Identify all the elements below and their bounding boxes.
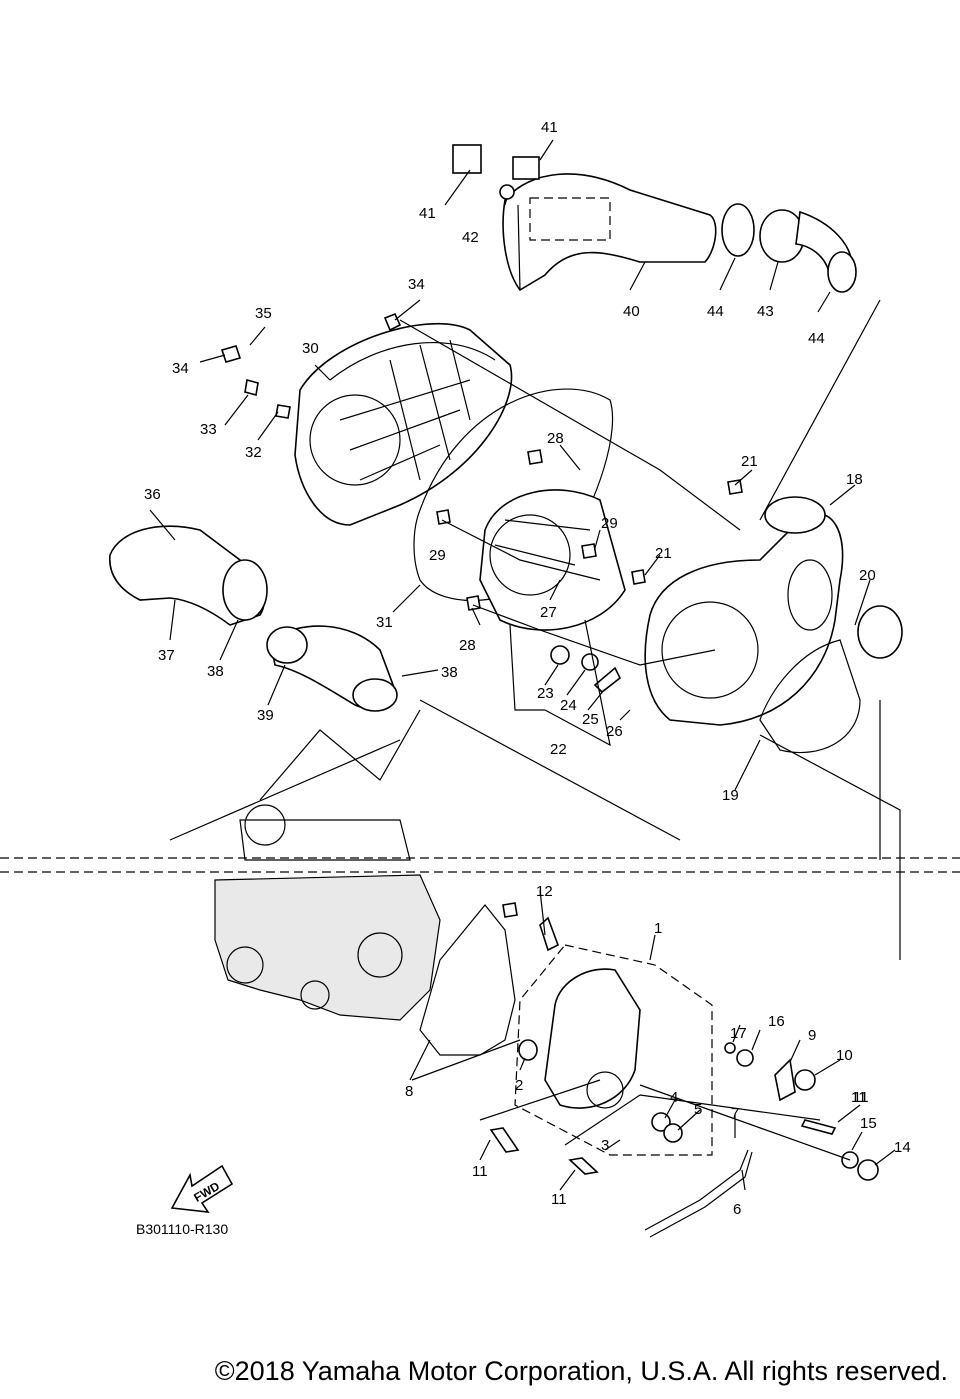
copyright-notice: ©2018 Yamaha Motor Corporation, U.S.A. A… xyxy=(214,1356,948,1386)
section-break-line xyxy=(0,857,960,873)
callout-24: 24 xyxy=(560,697,577,714)
callout-25: 25 xyxy=(582,711,599,728)
callout-38-a: 38 xyxy=(207,663,224,680)
callout-2: 2 xyxy=(515,1077,523,1094)
hose-6 xyxy=(644,1149,753,1238)
callout-1: 1 xyxy=(654,920,662,937)
bolts xyxy=(220,312,743,1175)
callout-32: 32 xyxy=(245,444,262,461)
forward-direction-arrow: FWD xyxy=(170,1164,234,1213)
callout-40: 40 xyxy=(623,303,640,320)
crankcase-cover-18 xyxy=(644,496,903,754)
callout-21-a: 21 xyxy=(741,453,758,470)
callout-38-b: 38 xyxy=(441,664,458,681)
callout-9: 9 xyxy=(808,1027,816,1044)
callout-21-b: 21 xyxy=(655,545,672,562)
callout-39: 39 xyxy=(257,707,274,724)
callout-labels: 1 2 3 4 5 6 7 8 9 10 11 11 11 11 12 14 1… xyxy=(144,119,911,1218)
callout-11-c: 11 xyxy=(551,1191,567,1208)
callout-22: 22 xyxy=(550,741,567,758)
callout-14: 14 xyxy=(894,1139,911,1156)
callout-26: 26 xyxy=(606,723,623,740)
callout-17: 17 xyxy=(730,1025,747,1042)
callout-31: 31 xyxy=(376,614,393,631)
callout-35: 35 xyxy=(255,305,272,322)
callout-36: 36 xyxy=(144,486,161,503)
callout-33: 33 xyxy=(200,421,217,438)
callout-20: 20 xyxy=(859,567,876,584)
callout-8: 8 xyxy=(405,1083,413,1100)
callout-29-b: 29 xyxy=(429,547,446,564)
cover-1 xyxy=(514,916,713,1156)
crankcase-cover-outer xyxy=(294,322,513,526)
callout-5: 5 xyxy=(694,1101,702,1118)
callout-27: 27 xyxy=(540,604,557,621)
callout-41-a: 41 xyxy=(541,119,558,136)
callout-34-b: 34 xyxy=(172,360,189,377)
callout-23: 23 xyxy=(537,685,554,702)
callout-42: 42 xyxy=(462,229,479,246)
gasket-8 xyxy=(419,904,516,1056)
callout-4: 4 xyxy=(670,1089,678,1106)
callout-6: 6 xyxy=(733,1201,741,1218)
callout-44-b: 44 xyxy=(808,330,825,347)
small-fasteners xyxy=(724,1042,879,1181)
callout-29-a: 29 xyxy=(601,515,618,532)
callout-28-b: 28 xyxy=(459,637,476,654)
callout-37: 37 xyxy=(158,647,175,664)
callout-16: 16 xyxy=(768,1013,785,1030)
engine-block-illustration xyxy=(214,804,441,1021)
leader-lines xyxy=(149,139,901,1191)
callout-34-a: 34 xyxy=(408,276,425,293)
air-duct-assembly xyxy=(452,144,857,293)
callout-7: 7 xyxy=(731,1105,739,1122)
callout-44-a: 44 xyxy=(707,303,724,320)
callout-10: 10 xyxy=(836,1047,853,1064)
callout-43: 43 xyxy=(757,303,774,320)
callout-18: 18 xyxy=(846,471,863,488)
callout-41-b: 41 xyxy=(419,205,436,222)
callout-28-a: 28 xyxy=(547,430,564,447)
callout-15: 15 xyxy=(860,1115,877,1132)
callout-3: 3 xyxy=(601,1137,609,1154)
callout-11-a: 11 xyxy=(853,1089,869,1106)
callout-11-b: 11 xyxy=(472,1163,488,1180)
fwd-arrow-icon xyxy=(170,1164,234,1213)
diagram-code: B301110-R130 xyxy=(136,1221,228,1237)
callout-11-d: 11 xyxy=(851,1089,867,1106)
callout-30: 30 xyxy=(302,340,319,357)
callout-12: 12 xyxy=(536,883,553,900)
callout-19: 19 xyxy=(722,787,739,804)
intake-ducts xyxy=(109,525,398,712)
inner-cover xyxy=(479,489,626,694)
